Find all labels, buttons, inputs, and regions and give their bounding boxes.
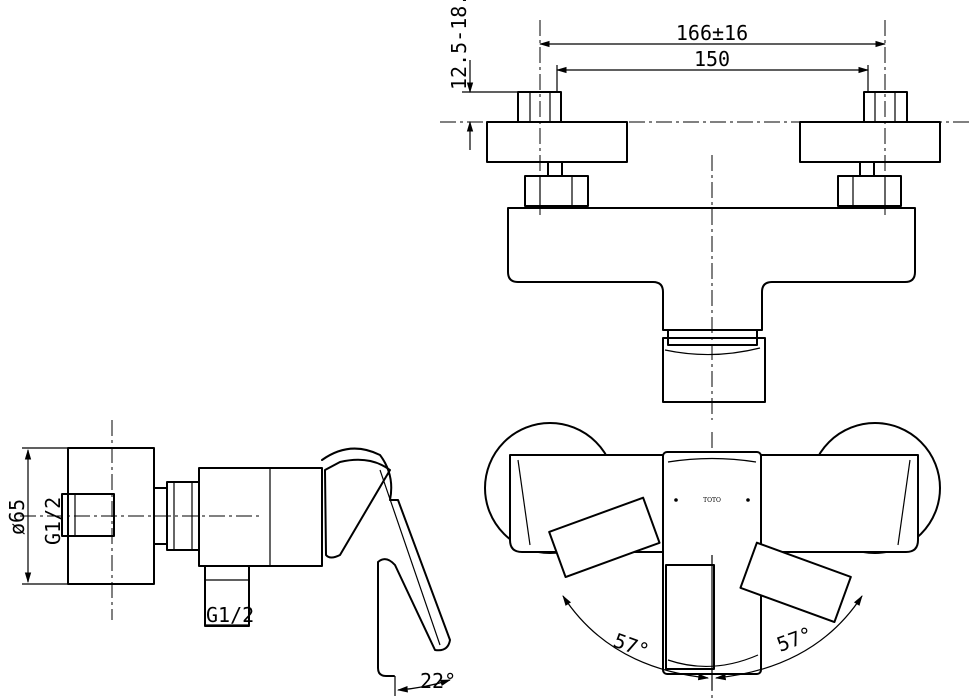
dim-inner-spacing: 150	[555, 47, 870, 92]
label-rotation-right: 57°	[774, 622, 816, 657]
mixer-body	[507, 207, 916, 331]
dim-lever-tilt: 22°	[394, 669, 456, 696]
brand-logo: TOTO	[703, 497, 721, 504]
label-outer-spacing: 166±16	[676, 21, 748, 45]
label-rotation-left: 57°	[610, 628, 652, 663]
front-view	[440, 20, 973, 420]
label-bottom-thread: G1/2	[206, 603, 254, 627]
side-outlet	[204, 565, 250, 627]
dim-outer-spacing: 166±16	[538, 21, 887, 48]
nut-left	[524, 175, 589, 207]
flange-left	[486, 121, 628, 163]
label-wall-depth: 12.5-18.5	[447, 0, 471, 90]
dim-flange-diameter: ø65	[5, 447, 68, 585]
side-lever	[321, 447, 451, 677]
top-view: TOTO	[484, 422, 941, 698]
spout	[667, 329, 758, 346]
side-body	[198, 467, 323, 567]
flange-right	[799, 121, 941, 163]
dim-side-thread: G1/2	[41, 497, 65, 545]
dim-bottom-thread: G1/2	[205, 603, 254, 627]
label-lever-tilt: 22°	[420, 669, 456, 693]
top-lever-left	[548, 496, 661, 579]
side-view	[20, 420, 451, 677]
nut-right	[837, 175, 902, 207]
label-flange-diameter: ø65	[5, 499, 29, 535]
label-side-thread: G1/2	[41, 497, 65, 545]
label-inner-spacing: 150	[694, 47, 730, 71]
dim-wall-depth: 12.5-18.5	[447, 0, 518, 150]
